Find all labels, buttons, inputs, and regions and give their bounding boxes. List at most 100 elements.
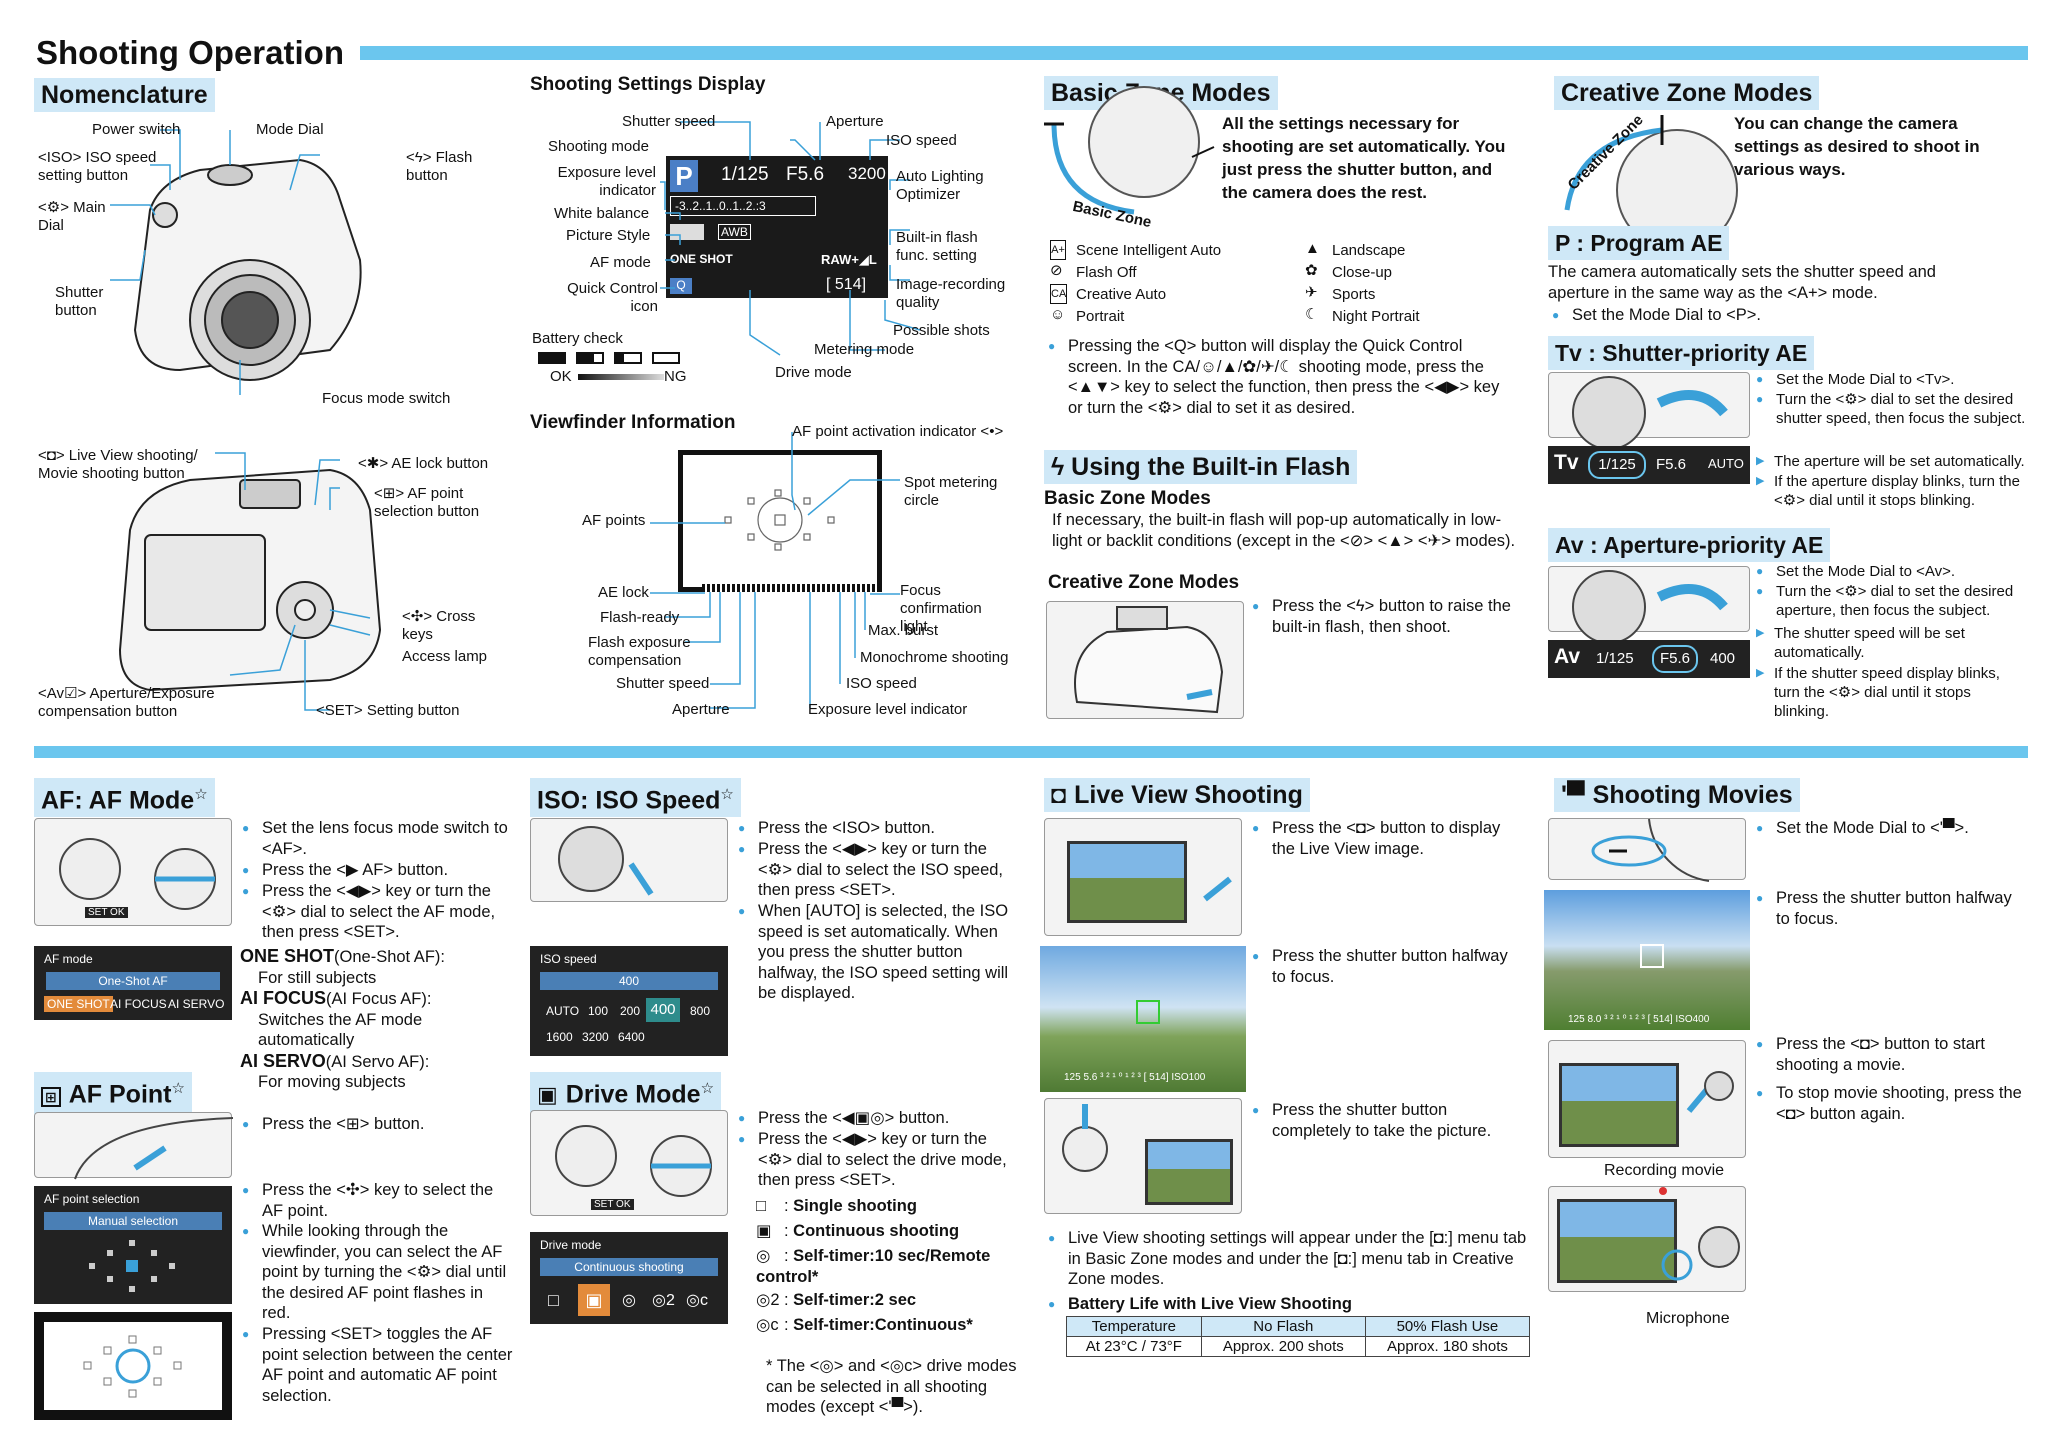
drive-mode-photo: SET OK: [530, 1110, 728, 1216]
tv-title: Tv : Shutter-priority AE: [1548, 336, 1815, 370]
settings-display-heading: Shooting Settings Display: [530, 74, 766, 95]
drive-option-single[interactable]: □: [548, 1290, 559, 1310]
label-auto-lighting: Auto Lighting Optimizer: [896, 168, 984, 203]
iso-menu-selected: 400: [540, 972, 718, 990]
drive-option-2sec[interactable]: ◎2: [652, 1292, 675, 1309]
flash-basic-title: Basic Zone Modes: [1044, 488, 1211, 509]
creative-auto-icon: CA: [1050, 284, 1068, 304]
mode-flash-off: Flash Off: [1076, 264, 1137, 281]
af-point-viewfinder: [34, 1312, 232, 1420]
lcd-quick-control: Q: [670, 278, 692, 294]
live-view-photo-1: [1044, 818, 1242, 936]
basic-zone-intro: All the settings necessary for shooting …: [1222, 114, 1506, 202]
tv-lcd: Tv 1/125 F5.6 AUTO: [1548, 446, 1750, 484]
title-rule: [360, 46, 2028, 60]
af-point-bullet-4: Pressing <SET> toggles the AF point sele…: [242, 1324, 514, 1406]
scene-auto-icon: A+: [1050, 240, 1066, 260]
creative-zone-heading: Creative Zone Modes: [1554, 76, 1820, 110]
iso-menu: ISO speed 400 AUTO 100 200 400 800 1600 …: [530, 946, 728, 1056]
av-lcd-aperture: F5.6: [1652, 645, 1698, 673]
live-view-note: Live View shooting settings will appear …: [1048, 1228, 1538, 1290]
drive-menu-title: Drive mode: [540, 1238, 602, 1252]
label-cross-keys: <✣> Cross keys: [402, 608, 476, 643]
drive-mode-self-timer-10: Self-timer:10 sec/Remote control*: [756, 1247, 991, 1286]
af-mode-option-aifocus[interactable]: AI FOCUS: [110, 997, 167, 1011]
drive-mode-heading: ▣Drive Mode☆: [530, 1072, 722, 1113]
viewfinder-callout-lines: [650, 432, 900, 709]
continuous-shooting-icon: ▣: [756, 1222, 772, 1240]
af-mode-menu-title: AF mode: [44, 952, 93, 966]
drive-option-continuous[interactable]: ▣: [578, 1284, 610, 1316]
label-vf-exposure-level: Exposure level indicator: [808, 701, 968, 718]
page-title: Shooting Operation: [36, 34, 344, 71]
nomenclature-heading: Nomenclature: [34, 78, 215, 112]
label-power-switch: Power switch: [92, 121, 181, 138]
drive-menu-selected: Continuous shooting: [540, 1258, 718, 1276]
label-shutter-button: Shutter button: [55, 284, 104, 319]
lcd-white-balance: AWB: [718, 224, 751, 240]
iso-option-200[interactable]: 200: [620, 1004, 641, 1018]
label-picture-style: Picture Style: [566, 227, 651, 244]
af-item-aiservo-name: AI SERVO: [240, 1050, 326, 1071]
label-quick-control: Quick Control icon: [567, 280, 658, 315]
af-mode-option-aiservo[interactable]: AI SERVO: [168, 997, 225, 1011]
basic-zone-note: Pressing the <Q> button will display the…: [1048, 336, 1518, 418]
drive-mode-set-ok: SET OK: [591, 1199, 634, 1210]
drive-mode-menu: Drive mode Continuous shooting □ ▣ ◎ ◎2 …: [530, 1232, 728, 1324]
af-mode-bullet-3: Press the <◀▶> key or turn the <⚙> dial …: [242, 881, 522, 943]
movie-step-2: Press the shutter button halfway to focu…: [1756, 888, 2026, 929]
tv-lcd-aperture: F5.6: [1656, 456, 1687, 473]
viewfinder-heading: Viewfinder Information: [530, 412, 736, 433]
mode-landscape: Landscape: [1332, 242, 1406, 259]
iso-option-auto[interactable]: AUTO: [546, 1004, 580, 1018]
af-point-menu: AF point selection Manual selection: [34, 1186, 232, 1304]
label-aperture-button: <Av☑> Aperture/Exposure compensation but…: [38, 685, 215, 720]
iso-option-400[interactable]: 400: [646, 998, 680, 1022]
drive-option-continuous-timer[interactable]: ◎c: [686, 1292, 708, 1309]
movie-start-photo: [1548, 1040, 1746, 1158]
iso-bullet-3: When [AUTO] is selected, the ISO speed i…: [738, 901, 1010, 1004]
iso-option-800[interactable]: 800: [690, 1004, 711, 1018]
label-mode-dial: Mode Dial: [256, 121, 324, 138]
label-setting-button: <SET> Setting button: [316, 702, 460, 719]
iso-option-1600[interactable]: 1600: [546, 1030, 573, 1044]
drive-bullet-1: Press the <◀▣◎> button.: [738, 1108, 1008, 1129]
label-iso-speed: ISO speed: [886, 132, 957, 149]
drive-option-10sec[interactable]: ◎: [622, 1292, 636, 1309]
av-lcd-mode: Av: [1554, 645, 1581, 668]
night-portrait-icon: ☾: [1305, 306, 1319, 323]
self-timer-2-icon: ◎2: [756, 1291, 780, 1309]
af-point-menu-title: AF point selection: [44, 1192, 140, 1206]
af-point-photo: [34, 1112, 234, 1180]
label-focus-confirmation: Focus confirmation light: [900, 582, 982, 635]
flash-camera-photo: [1046, 601, 1244, 719]
af-mode-menu: AF mode One-Shot AF ONE SHOT AI FOCUS AI…: [34, 946, 232, 1020]
tv-lcd-shutter: 1/125: [1588, 451, 1646, 479]
label-spot-metering: Spot metering circle: [904, 474, 998, 509]
av-title: Av : Aperture-priority AE: [1548, 528, 1831, 562]
av-bullet-1: Set the Mode Dial to <Av>.: [1756, 562, 2026, 581]
label-monochrome: Monochrome shooting: [860, 649, 1009, 666]
av-dial-photo: [1548, 566, 1750, 644]
lcd-possible-shots: [ 514]: [826, 276, 867, 293]
label-main-dial: <⚙> Main Dial: [38, 199, 106, 234]
label-af-points: AF points: [582, 512, 646, 529]
battery-life-table: Temperature No Flash 50% Flash Use At 23…: [1066, 1316, 1531, 1357]
program-ae-title: P : Program AE: [1548, 226, 1730, 260]
viewfinder-af-points: [724, 489, 835, 551]
af-item-aifocus-name: AI FOCUS: [240, 988, 327, 1008]
iso-option-3200[interactable]: 3200: [582, 1030, 609, 1044]
label-vf-iso: ISO speed: [846, 675, 917, 692]
af-mode-option-oneshot[interactable]: ONE SHOT: [44, 996, 113, 1012]
label-aperture: Aperture: [826, 113, 884, 130]
label-af-activation: AF point activation indicator <•>: [792, 423, 1004, 440]
iso-option-6400[interactable]: 6400: [618, 1030, 645, 1044]
single-shooting-icon: □: [756, 1197, 766, 1215]
label-af-mode: AF mode: [590, 254, 651, 271]
af-item-aifocus-paren: (AI Focus AF):: [326, 990, 432, 1008]
drive-mode-self-timer-continuous: Self-timer:Continuous*: [793, 1316, 973, 1334]
tv-bullet-2: Turn the <⚙> dial to set the desired shu…: [1756, 390, 2026, 428]
iso-option-100[interactable]: 100: [588, 1004, 609, 1018]
label-shutter-speed: Shutter speed: [622, 113, 716, 130]
lcd-af-mode: ONE SHOT: [670, 252, 733, 266]
